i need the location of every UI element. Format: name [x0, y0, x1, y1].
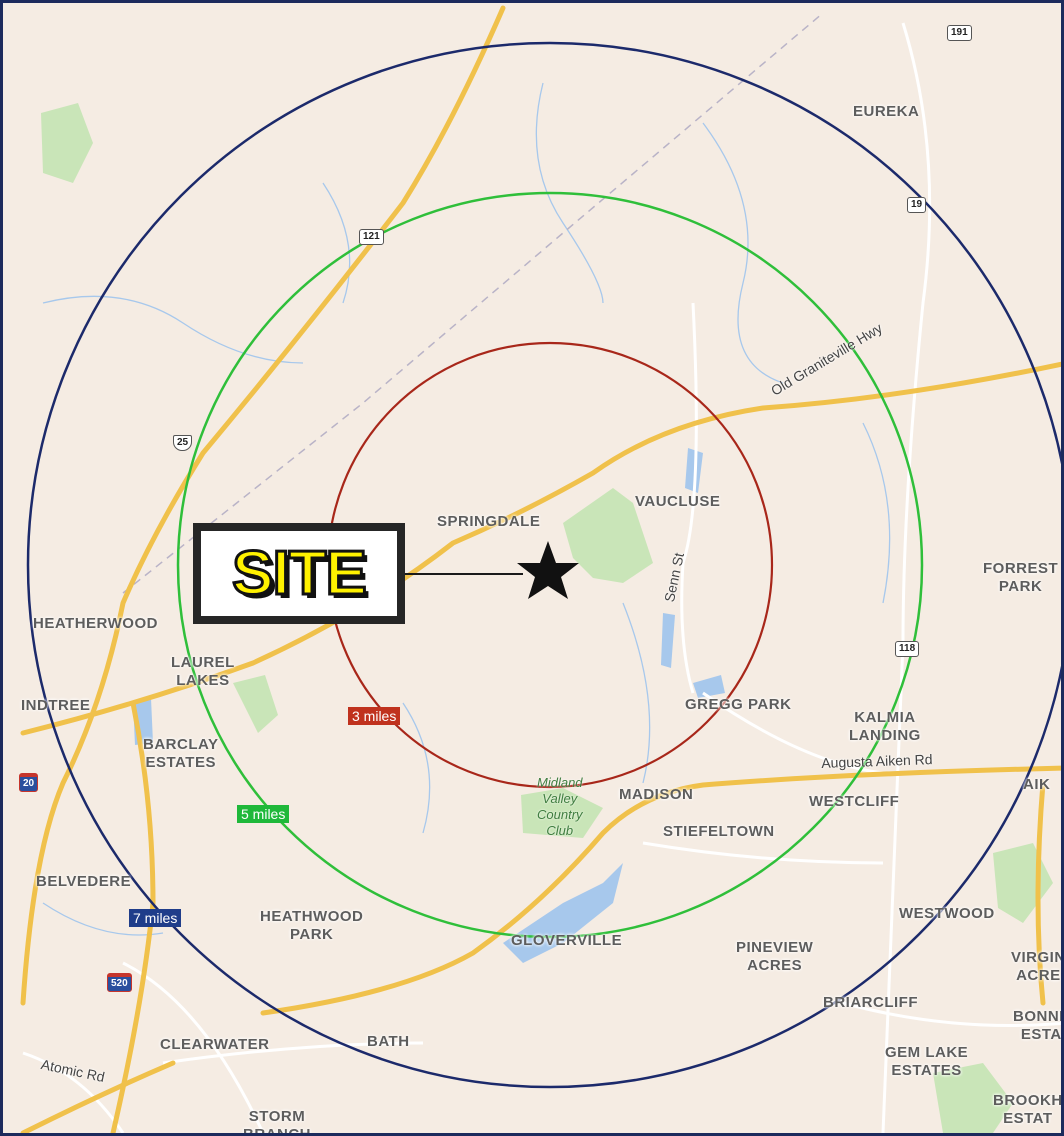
shield-118: 118 — [895, 641, 920, 657]
shield-121: 121 — [359, 229, 384, 245]
place-vaucluse: VAUCLUSE — [635, 493, 721, 510]
site-callout[interactable]: SITE — [193, 523, 405, 624]
site-label: SITE — [231, 538, 369, 608]
place-bath: BATH — [367, 1033, 410, 1050]
place-brookh-estat: BROOKH ESTAT — [993, 1092, 1063, 1127]
place-gem-lake-estates: GEM LAKE ESTATES — [885, 1044, 969, 1079]
road-old-graniteville — [20, 361, 1061, 736]
place-heathwood-park: HEATHWOOD PARK — [260, 908, 364, 943]
shield-us-25: 25 — [173, 435, 193, 451]
place-gloverville: GLOVERVILLE — [511, 932, 623, 949]
ring-tag-7-miles: 7 miles — [129, 909, 182, 927]
site-callout-inner: SITE — [201, 531, 397, 616]
park-laurel — [233, 675, 278, 733]
parks-layer — [41, 103, 1053, 1133]
place-stiefeltown: STIEFELTOWN — [663, 823, 775, 840]
road-east — [1035, 780, 1046, 1006]
place-springdale: SPRINGDALE — [437, 513, 541, 530]
shield-i-520: 520 — [107, 973, 132, 992]
place-windtree: INDTREE — [21, 697, 91, 714]
road-southwest — [20, 1060, 176, 1133]
place-madison: MADISON — [619, 786, 694, 803]
map-base-layer — [20, 5, 1061, 1133]
place-heatherwood: HEATHERWOOD — [33, 615, 158, 632]
place-belvedere: BELVEDERE — [36, 873, 132, 890]
park-vaucluse — [563, 488, 653, 583]
railway — [122, 12, 824, 594]
place-storm-branch: STORM BRANCH — [243, 1108, 311, 1136]
ring-7-miles — [26, 41, 1061, 1089]
place-westwood: WESTWOOD — [899, 905, 995, 922]
park-southeast — [933, 1063, 1013, 1133]
place-eureka: EUREKA — [853, 103, 920, 120]
place-pineview-acres: PINEVIEW ACRES — [736, 939, 814, 974]
pond-gregg — [693, 675, 725, 698]
lake-gloverville — [503, 863, 623, 963]
place-gregg-park: GREGG PARK — [685, 696, 792, 713]
park-east — [993, 843, 1053, 923]
place-virgin-acres: VIRGIN ACRE — [1011, 949, 1064, 984]
shield-19: 19 — [907, 197, 927, 213]
ring-tag-5-miles: 5 miles — [237, 805, 290, 823]
park-midland-valley — [521, 788, 603, 838]
pond-senn — [661, 613, 675, 668]
park-label-midland-valley: Midland Valley Country Club — [537, 775, 583, 838]
shield-i-20: 20 — [19, 773, 39, 792]
place-westcliff: WESTCLIFF — [809, 793, 900, 810]
ring-tag-3-miles: 3 miles — [348, 707, 401, 725]
road-us-25 — [20, 5, 506, 1006]
site-star-icon — [517, 541, 579, 599]
place-aik: AIK — [1023, 776, 1051, 793]
shield-191: 191 — [947, 25, 972, 41]
place-forrest-park: FORREST PARK — [983, 560, 1059, 595]
place-briarcliff: BRIARCLIFF — [823, 994, 918, 1011]
place-barclay-estates: BARCLAY ESTATES — [143, 736, 219, 771]
place-laurel-lakes: LAUREL LAKES — [171, 654, 235, 689]
road-augusta-aiken — [260, 765, 1061, 1016]
place-clearwater: CLEARWATER — [160, 1036, 270, 1053]
ring-5-miles — [176, 191, 924, 939]
water-layer — [133, 448, 725, 963]
park-northwest — [41, 103, 93, 183]
place-kalmia-landing: KALMIA LANDING — [849, 709, 921, 744]
